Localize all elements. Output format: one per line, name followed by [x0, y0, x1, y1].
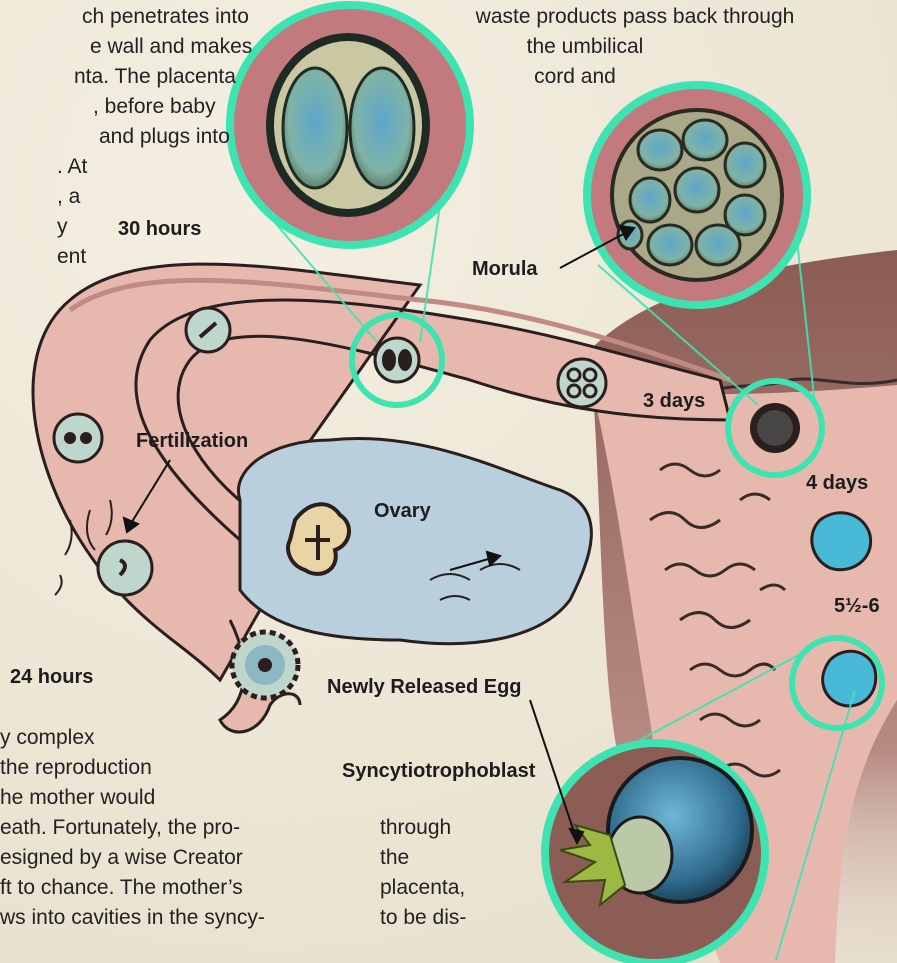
body-text-top-right: waste products pass back through the umb…	[440, 2, 830, 92]
text-line: the umbilical	[340, 32, 830, 62]
text-line: ent	[57, 242, 86, 272]
text-line: he mother would	[0, 783, 155, 813]
text-line: placenta,	[380, 873, 465, 903]
text-line: to be dis-	[380, 903, 466, 933]
cell-24h	[98, 541, 152, 595]
text-line: waste products pass back through	[440, 2, 830, 32]
magnified-morula	[587, 85, 807, 305]
label-30-hours: 30 hours	[118, 218, 201, 241]
text-line: through	[380, 813, 451, 843]
label-newly-released-egg: Newly Released Egg	[327, 676, 522, 699]
text-line: e wall and makes	[90, 32, 252, 62]
text-line: y complex	[0, 723, 95, 753]
label-5-6-days: 5½-6	[834, 595, 880, 618]
cell-implanting	[823, 651, 876, 706]
text-line: esigned by a wise Creator	[0, 843, 243, 873]
label-morula: Morula	[472, 258, 538, 281]
text-line: ft to chance. The mother’s	[0, 873, 243, 903]
label-24-hours: 24 hours	[10, 666, 93, 689]
text-line: the reproduction	[0, 753, 152, 783]
label-4-days: 4 days	[806, 472, 868, 495]
text-line: cord and	[320, 62, 830, 92]
text-line: eath. Fortunately, the pro-	[0, 813, 240, 843]
cell-2cell	[375, 338, 419, 382]
label-fertilization: Fertilization	[136, 430, 248, 453]
text-line: , a	[57, 182, 80, 212]
cell-morula-early	[558, 359, 606, 407]
magnified-blastocyst	[545, 743, 765, 963]
text-line: , before baby	[93, 92, 216, 122]
label-ovary: Ovary	[374, 500, 431, 523]
text-line: and plugs into	[99, 122, 230, 152]
cell-morula-3day	[750, 403, 800, 453]
label-3-days: 3 days	[643, 390, 705, 413]
cell-2cell-early	[186, 308, 230, 352]
cell-zygote	[54, 414, 102, 462]
newly-released-egg-cell	[232, 632, 298, 698]
text-line: the	[380, 843, 409, 873]
text-line: y	[57, 212, 68, 242]
text-line: . At	[57, 152, 87, 182]
text-line: ws into cavities in the syncy-	[0, 903, 265, 933]
label-syncytiotrophoblast: Syncytiotrophoblast	[342, 760, 535, 783]
cell-blastocyst-4day	[812, 513, 871, 570]
text-line: ch penetrates into	[82, 2, 249, 32]
text-line: nta. The placenta	[74, 62, 236, 92]
